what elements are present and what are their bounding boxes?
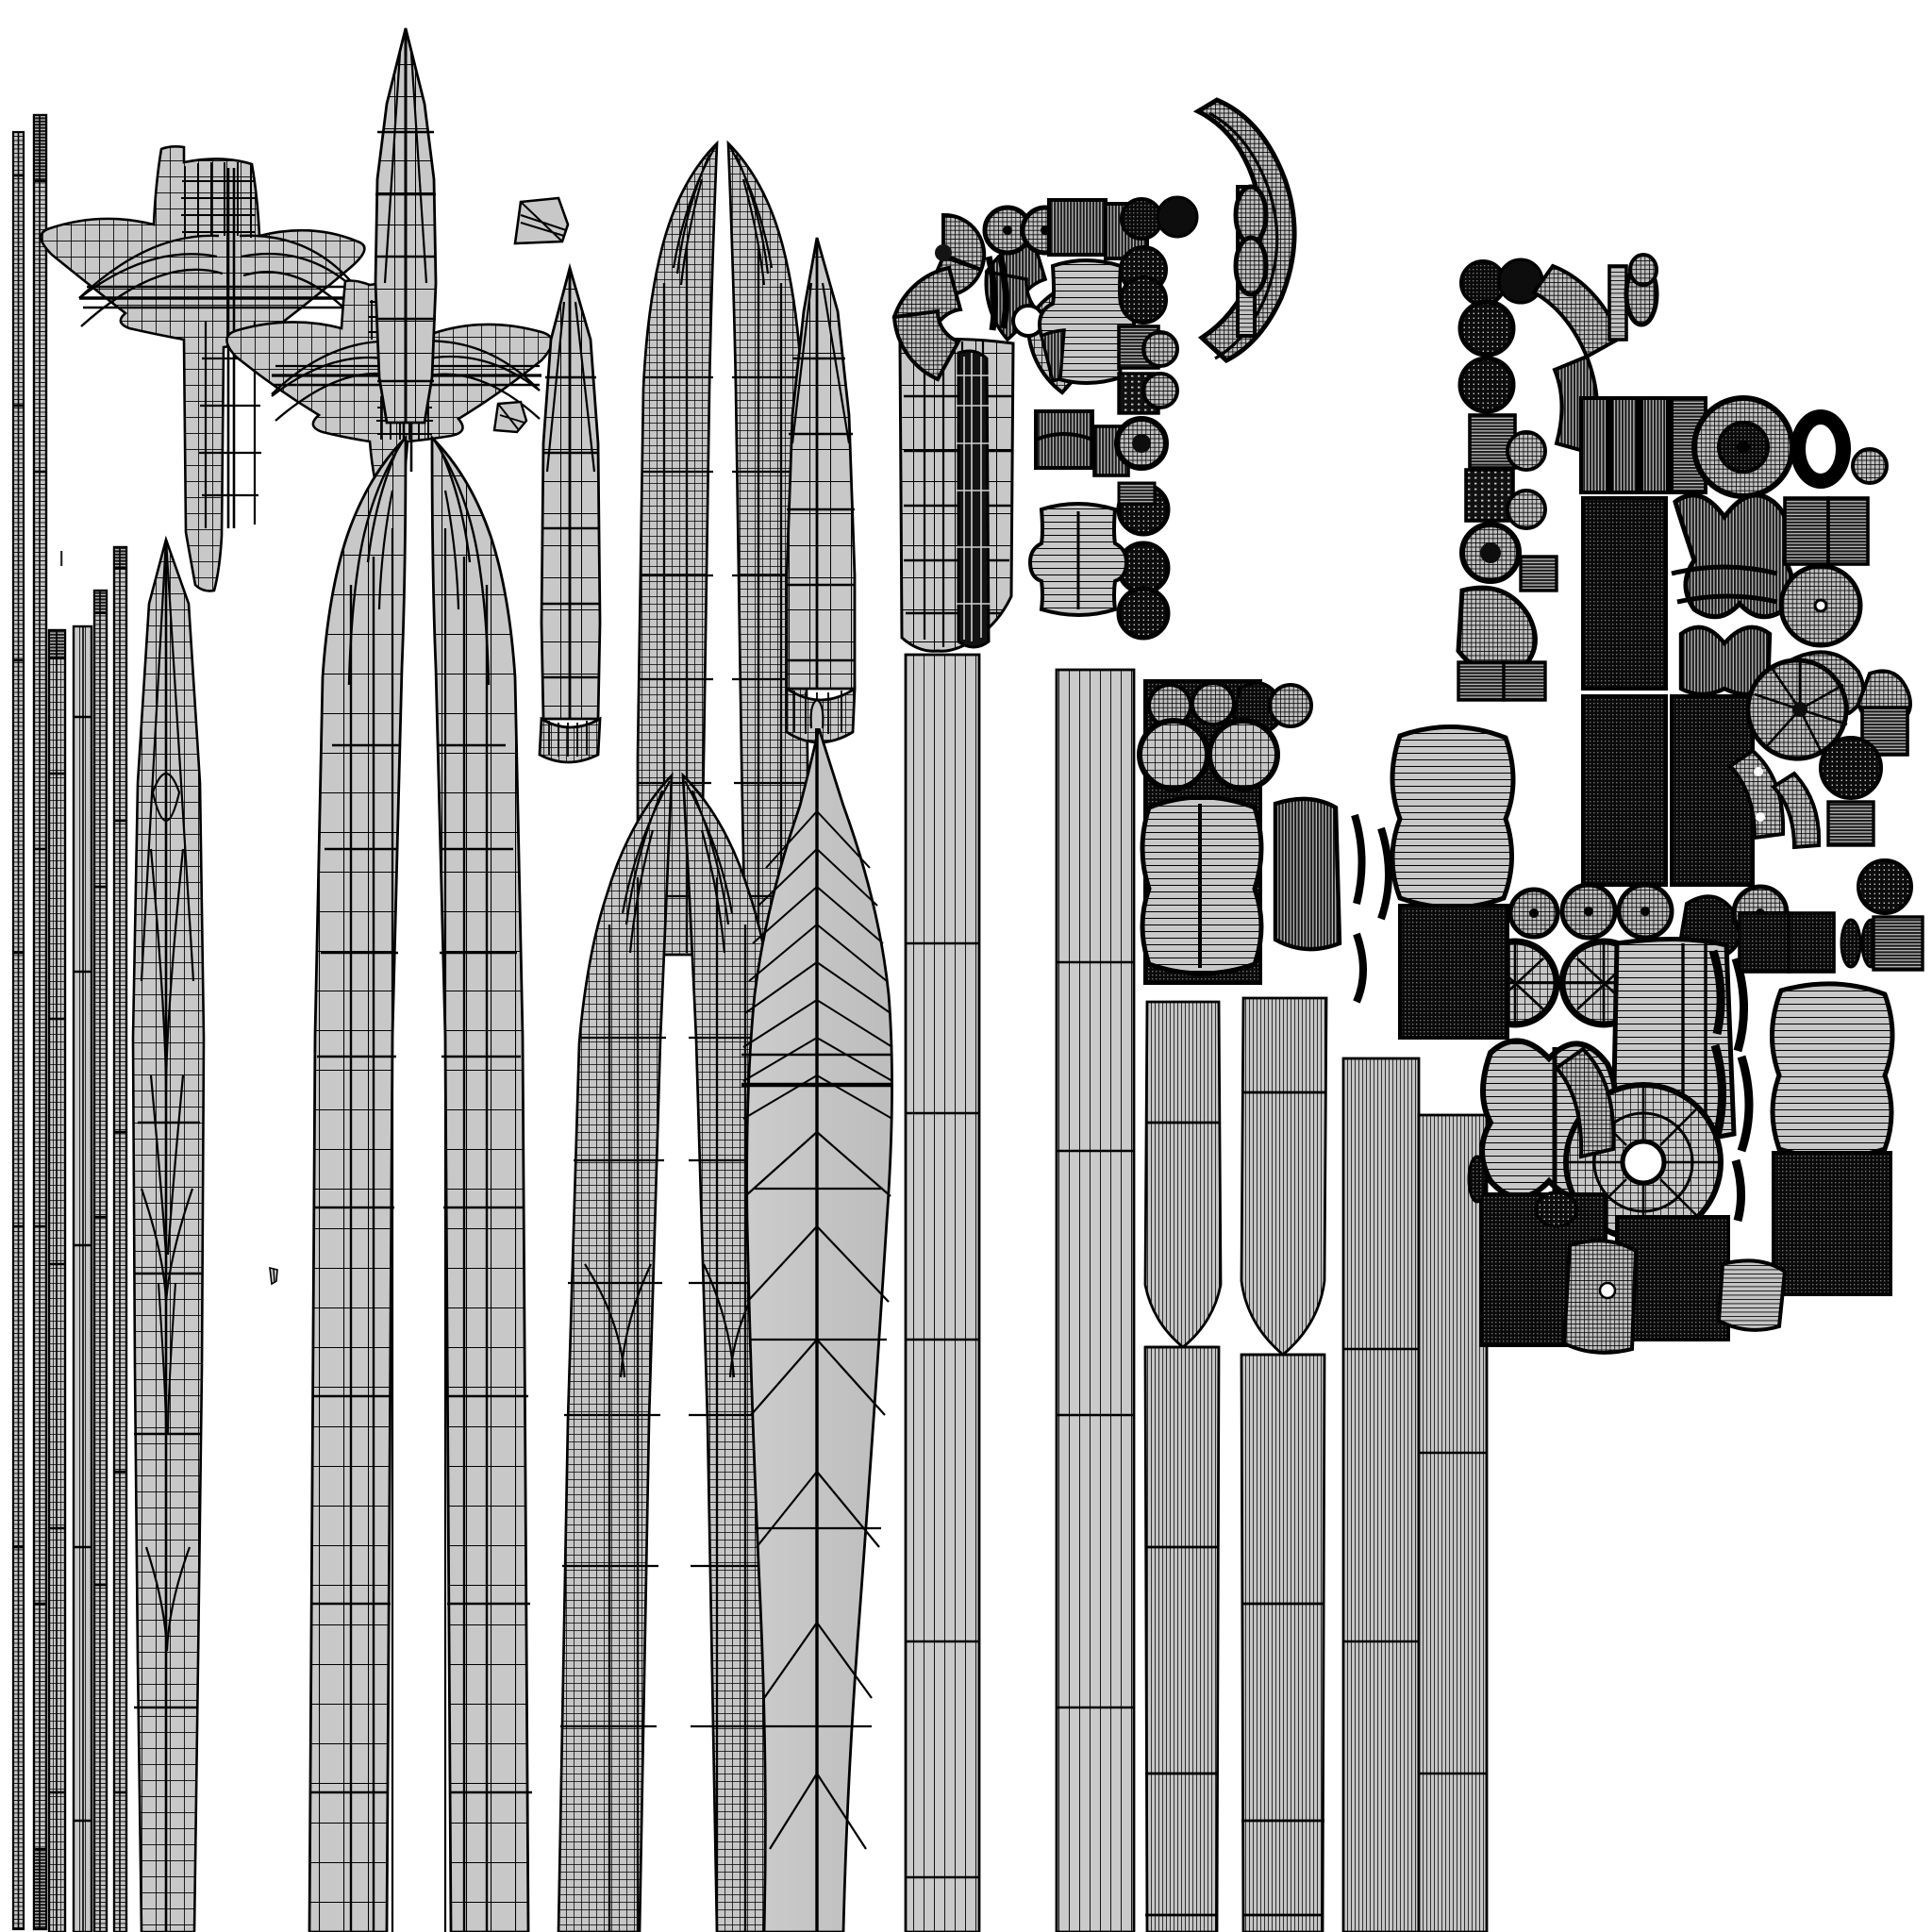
fitting-cluster-lower: [1467, 858, 1924, 1355]
fitting-right-lower-blocks: [1738, 858, 1924, 1296]
part-blade-half-left: [308, 434, 408, 1932]
fitting-radial-disc-big-1: [1691, 395, 1889, 499]
part-blade-pair-left: [636, 140, 719, 957]
fitting-cluster-top-left: [891, 195, 1199, 641]
tick-mark-left: I: [58, 546, 64, 571]
fitting-lower-dark-blocks: [1467, 1155, 1788, 1355]
part-leaf-plate-large: [741, 698, 893, 1932]
part-shaft-strip-f: [112, 545, 128, 1932]
part-shaft-strip-a: [11, 130, 25, 1931]
fitting-cluster-bridge: [1137, 679, 1516, 1040]
group-panels: [898, 337, 1489, 1932]
part-grip-panel-mid: [1055, 668, 1136, 1932]
fitting-rib-columns-1: [1579, 396, 1707, 494]
part-grip-panel-tall: [904, 653, 981, 1932]
part-shaft-strip-d: [72, 625, 93, 1932]
part-shaft-strip-e: [92, 589, 108, 1932]
fitting-lobed-nut-1: [1114, 416, 1171, 641]
group-fragments: [492, 196, 570, 434]
fitting-block-pair-1: [1117, 481, 1157, 506]
fitting-collar-bulge-2: [1027, 502, 1129, 617]
part-shaft-strip-c: [47, 628, 67, 1932]
part-socket-panel-wide: [898, 337, 1015, 653]
fitting-mesh-block-big-1: [1581, 496, 1668, 691]
fitting-fan-disc-1: [1745, 658, 1912, 761]
fitting-discs-top-1: [1119, 195, 1199, 325]
part-wedge-chip-mid: [492, 400, 528, 434]
fitting-cluster-top-right: [1192, 97, 1297, 364]
part-tapered-grip-panel: [1143, 1000, 1223, 1932]
part-engraved-blade-long: [131, 535, 206, 1932]
group-shafts-left: I: [11, 113, 278, 1932]
fitting-curved-strip-2: [1531, 253, 1659, 456]
part-end-panel: [1417, 1113, 1489, 1932]
fitting-arc-slot-1: [1726, 736, 1883, 850]
part-blade-half-right: [430, 434, 532, 1932]
part-blade-lower-left: [557, 772, 674, 1932]
part-shaft-strip-b: [32, 113, 48, 1931]
fitting-cluster-dark-band: [1581, 658, 1912, 887]
fitting-thin-arcs-1: [985, 254, 1009, 331]
part-lance-blade-narrow: [538, 262, 602, 764]
fitting-block-small-1: [1117, 325, 1179, 415]
fitting-bridge-collar: [1140, 724, 1516, 1040]
fitting-blocks-mid-1: [1456, 413, 1558, 702]
fitting-collar-arc-1: [1034, 328, 1130, 477]
fitting-oval-pair-1: [1233, 184, 1269, 297]
group-blades: [308, 27, 893, 1932]
part-wedge-chip-top: [513, 196, 570, 245]
fitting-arc-wedge-1: [891, 265, 963, 382]
part-grip-panel-far: [1341, 1057, 1421, 1932]
fitting-arc-strip-low: [1554, 1046, 1616, 1159]
fitting-small-discs-bridge: [1137, 681, 1313, 791]
part-grip-panel-right: [1240, 996, 1328, 1932]
fitting-cluster-mid-right: [1456, 253, 1889, 719]
fitting-lobed-collar-1: [1671, 492, 1795, 697]
fitting-disc-row-1: [1457, 258, 1544, 414]
part-spear-head-main: [374, 27, 438, 425]
part-wedge-chip-tiny: [269, 1266, 278, 1286]
